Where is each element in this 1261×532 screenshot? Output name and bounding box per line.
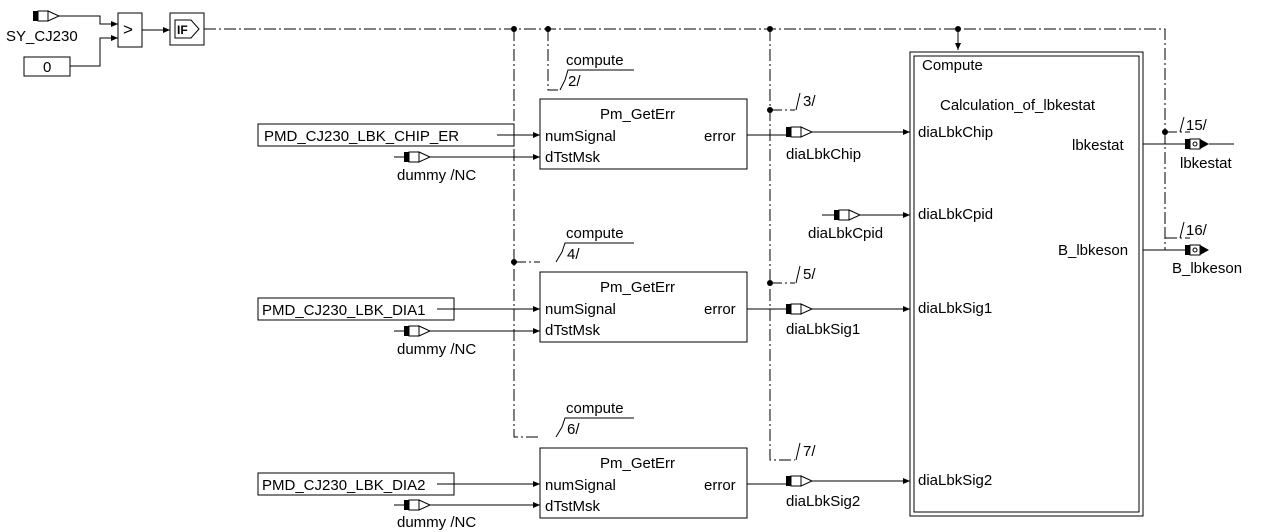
chip-inport bbox=[785, 126, 813, 138]
sig2-inport bbox=[785, 475, 813, 487]
compare-operator: > bbox=[123, 20, 133, 39]
seq-5: 5/ bbox=[803, 266, 816, 283]
pm-geterr-block-1 bbox=[539, 98, 748, 170]
compute-block-title: Compute bbox=[922, 57, 983, 74]
control-branch-2 bbox=[547, 29, 558, 91]
pm-geterr-in2-3: dTstMsk bbox=[545, 498, 601, 515]
pm-geterr-block-2 bbox=[539, 271, 748, 343]
pm-geterr-block-3 bbox=[539, 447, 748, 519]
signal-chip-er: PMD_CJ230_LBK_CHIP_ER bbox=[264, 128, 459, 145]
seq-marker-15: 15/ bbox=[1179, 116, 1208, 134]
if-label: IF bbox=[177, 23, 188, 37]
sy-cj230-inport bbox=[32, 10, 60, 22]
pm-geterr-in1-1: numSignal bbox=[545, 128, 616, 145]
seq-15: 15/ bbox=[1186, 117, 1208, 134]
compute-block-inner bbox=[913, 55, 1140, 513]
mid-signal-chip: diaLbkChip bbox=[786, 146, 861, 163]
seq-2: 2/ bbox=[568, 73, 581, 90]
output-lbkeson: B_lbkeson bbox=[1172, 260, 1242, 277]
pm-geterr-in1-2: numSignal bbox=[545, 301, 616, 318]
wire-sy-to-compare bbox=[59, 15, 118, 27]
dummy-nc-2: dummy /NC bbox=[397, 341, 476, 358]
compute-in-sig1: diaLbkSig1 bbox=[918, 300, 992, 317]
dummy-inport-1 bbox=[403, 151, 431, 163]
lbkeson-outport bbox=[1184, 244, 1210, 256]
pm-geterr-in2-2: dTstMsk bbox=[545, 322, 601, 339]
compute-in-sig2: diaLbkSig2 bbox=[918, 472, 992, 489]
compute-label-3: compute bbox=[566, 400, 624, 417]
seq-marker-2: compute 2/ bbox=[559, 52, 634, 91]
lbkestat-outport bbox=[1184, 138, 1210, 150]
compare-block bbox=[117, 12, 143, 48]
if-block: IF bbox=[169, 12, 205, 46]
wire-zero-to-compare bbox=[70, 35, 118, 67]
compute-out-lbkeson: B_lbkeson bbox=[1058, 242, 1128, 259]
seq-marker-5: 5/ bbox=[795, 265, 816, 284]
seq-marker-16: 16/ bbox=[1179, 221, 1208, 239]
dummy-nc-3: dummy /NC bbox=[397, 514, 476, 531]
compute-block-subtitle: Calculation_of_lbkestat bbox=[940, 97, 1096, 114]
cpid-inport bbox=[833, 209, 861, 221]
seq-7: 7/ bbox=[803, 443, 816, 460]
control-middle-vertical bbox=[769, 29, 795, 461]
seq-marker-3: 3/ bbox=[795, 92, 816, 111]
mid-signal-sig2: diaLbkSig2 bbox=[786, 493, 860, 510]
sig1-inport bbox=[785, 303, 813, 315]
compute-label-2: compute bbox=[566, 225, 624, 242]
dummy-inport-2 bbox=[403, 325, 431, 337]
compute-out-lbkestat: lbkestat bbox=[1072, 137, 1125, 154]
control-left-vertical bbox=[513, 29, 540, 438]
seq-3: 3/ bbox=[803, 93, 816, 110]
output-lbkestat: lbkestat bbox=[1180, 155, 1233, 172]
seq-marker-6: compute 6/ bbox=[555, 400, 634, 438]
seq-6: 6/ bbox=[567, 421, 580, 438]
dummy-inport-3 bbox=[403, 499, 431, 511]
sy-cj230-label: SY_CJ230 bbox=[6, 28, 78, 45]
mid-signal-cpid: diaLbkCpid bbox=[808, 225, 883, 242]
pm-geterr-title-1: Pm_GetErr bbox=[600, 106, 675, 123]
pm-geterr-out-2: error bbox=[704, 301, 736, 318]
mid-signal-sig1: diaLbkSig1 bbox=[786, 321, 860, 338]
pm-geterr-title-3: Pm_GetErr bbox=[600, 455, 675, 472]
signal-dia2: PMD_CJ230_LBK_DIA2 bbox=[262, 477, 425, 494]
signal-dia1: PMD_CJ230_LBK_DIA1 bbox=[262, 302, 425, 319]
seq-marker-4: compute 4/ bbox=[555, 225, 634, 263]
pm-geterr-in1-3: numSignal bbox=[545, 477, 616, 494]
seq-marker-7: 7/ bbox=[795, 442, 816, 461]
junction-dots bbox=[511, 26, 1168, 286]
compute-in-chip: diaLbkChip bbox=[918, 124, 993, 141]
compute-block-outer bbox=[909, 51, 1144, 517]
pm-geterr-out-1: error bbox=[704, 128, 736, 145]
const-zero-value: 0 bbox=[43, 59, 51, 76]
pm-geterr-title-2: Pm_GetErr bbox=[600, 279, 675, 296]
control-main-line bbox=[204, 28, 1166, 132]
seq-16: 16/ bbox=[1186, 222, 1208, 239]
seq-4: 4/ bbox=[567, 246, 580, 263]
compute-label-1: compute bbox=[566, 52, 624, 69]
pm-geterr-out-3: error bbox=[704, 477, 736, 494]
compute-in-cpid: diaLbkCpid bbox=[918, 206, 993, 223]
dummy-nc-1: dummy /NC bbox=[397, 167, 476, 184]
pm-geterr-in2-1: dTstMsk bbox=[545, 149, 601, 166]
